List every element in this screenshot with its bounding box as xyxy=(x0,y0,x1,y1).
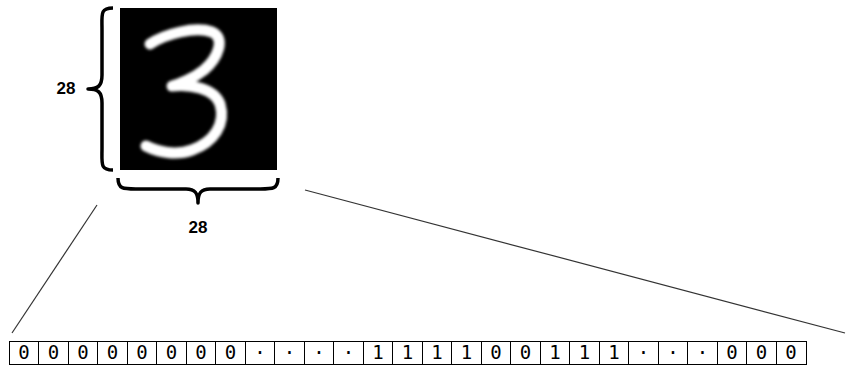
pixel-cell: 1 xyxy=(599,341,630,365)
pixel-cell: · xyxy=(687,341,718,365)
pixel-cell: 0 xyxy=(156,341,187,365)
pixel-cell: 0 xyxy=(38,341,69,365)
mnist-image xyxy=(120,8,277,170)
pixel-cell: · xyxy=(274,341,305,365)
pixel-cell: 0 xyxy=(746,341,777,365)
pixel-cell: 0 xyxy=(68,341,99,365)
pixel-cell: · xyxy=(333,341,364,365)
pixel-cell: 1 xyxy=(569,341,600,365)
pixel-cell: 0 xyxy=(97,341,128,365)
pixel-cell: 0 xyxy=(776,341,807,365)
pixel-cell: 1 xyxy=(451,341,482,365)
pixel-cell: 1 xyxy=(422,341,453,365)
pixel-cell: 0 xyxy=(9,341,40,365)
pixel-cell: · xyxy=(628,341,659,365)
dimension-label: 28 xyxy=(189,218,208,238)
fan-line xyxy=(12,205,97,333)
pixel-cell: · xyxy=(658,341,689,365)
pixel-cell: 0 xyxy=(481,341,512,365)
digit-stroke xyxy=(146,30,222,153)
pixel-cell: · xyxy=(304,341,335,365)
pixel-cell: 1 xyxy=(392,341,423,365)
pixel-cell: 0 xyxy=(186,341,217,365)
fan-line xyxy=(305,190,845,333)
pixel-cell: 1 xyxy=(363,341,394,365)
pixel-cell: 0 xyxy=(510,341,541,365)
pixel-cell: 0 xyxy=(717,341,748,365)
pixel-cell: · xyxy=(245,341,276,365)
pixel-cell: 1 xyxy=(540,341,571,365)
height-brace xyxy=(88,8,113,170)
dimension-label: 28 xyxy=(57,79,76,99)
pixel-cell: 0 xyxy=(127,341,158,365)
pixel-cell: 0 xyxy=(215,341,246,365)
width-brace xyxy=(118,178,278,203)
pixel-vector: 00000000····111100111···000 xyxy=(10,341,807,365)
